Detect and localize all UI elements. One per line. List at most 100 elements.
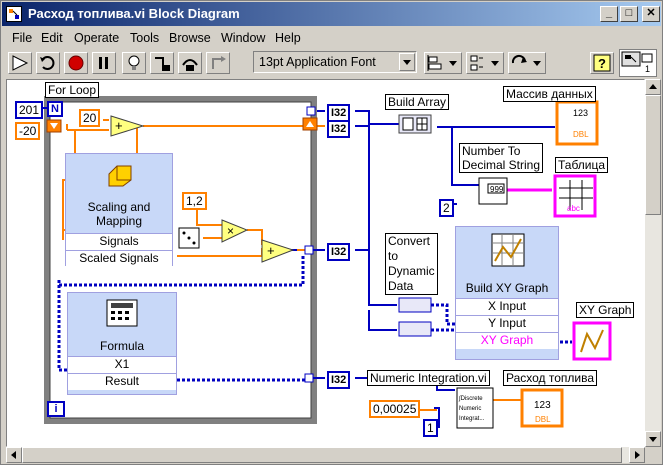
- tunnel-i32-2[interactable]: I32: [327, 120, 351, 138]
- xy-graph-terminal: [572, 321, 612, 361]
- horizontal-scroll-thumb[interactable]: [22, 447, 622, 463]
- align-objects-button[interactable]: [424, 52, 462, 74]
- build-xy-graph-express-vi[interactable]: Build XY Graph X Input Y Input XY Graph: [455, 226, 559, 360]
- build-xy-y-input-row[interactable]: Y Input: [456, 315, 558, 332]
- xy-graph-label: XY Graph: [576, 302, 635, 318]
- arrow-up-icon: [649, 84, 657, 89]
- add-node-1: [110, 115, 145, 137]
- close-button[interactable]: ✕: [642, 6, 660, 22]
- calculator-icon: [106, 299, 138, 327]
- svg-text:∫Discrete: ∫Discrete: [458, 395, 483, 402]
- massiv-type: 123: [573, 108, 589, 118]
- vi-icon-pane[interactable]: 1: [619, 49, 657, 77]
- distribute-icon: [470, 55, 499, 71]
- svg-text:1: 1: [645, 64, 650, 74]
- menu-window[interactable]: Window: [221, 31, 266, 45]
- step-into-button[interactable]: [150, 52, 174, 74]
- build-xy-title: Build XY Graph: [465, 281, 549, 295]
- run-arrow-icon: [12, 55, 29, 71]
- convert-dynamic-label: Convert to Dynamic Data: [385, 233, 438, 295]
- scroll-left-button[interactable]: [6, 447, 22, 463]
- loop-count-constant[interactable]: 201: [15, 101, 44, 119]
- step-out-icon: [212, 56, 226, 69]
- scaling-scaled-signals-row[interactable]: Scaled Signals: [66, 250, 172, 267]
- dt-constant[interactable]: 0,00025: [369, 400, 421, 418]
- build-xy-x-input-row[interactable]: X Input: [456, 298, 558, 315]
- distribute-objects-button[interactable]: [466, 52, 504, 74]
- tunnel-i32-3[interactable]: I32: [327, 243, 351, 261]
- method-constant[interactable]: 1: [423, 419, 438, 437]
- menu-help[interactable]: Help: [275, 31, 301, 45]
- svg-text:Integrat...: Integrat...: [459, 416, 485, 422]
- minimize-button[interactable]: _: [600, 6, 618, 22]
- rashod-indicator-frame: [520, 388, 564, 428]
- font-selector[interactable]: 13pt Application Font: [253, 51, 417, 73]
- shift-init-constant[interactable]: -20: [15, 122, 41, 140]
- scroll-up-button[interactable]: [645, 79, 661, 95]
- menu-edit[interactable]: Edit: [41, 31, 63, 45]
- maximize-button[interactable]: □: [620, 6, 638, 22]
- formula-x1-row[interactable]: X1: [68, 356, 176, 373]
- reorder-icon: [511, 54, 541, 66]
- tunnel-i32-1[interactable]: I32: [327, 104, 351, 122]
- vertical-scroll-thumb[interactable]: [645, 95, 661, 215]
- svg-text:?: ?: [598, 56, 606, 71]
- formula-express-vi[interactable]: Formula X1 Result: [67, 292, 177, 395]
- build-array-label: Build Array: [385, 94, 450, 110]
- convert-dynamic-node-2: [398, 321, 432, 337]
- step-out-button[interactable]: [206, 52, 230, 74]
- arrow-right-icon: [635, 451, 640, 459]
- numeric-integration-label: Numeric Integration.vi: [367, 370, 490, 386]
- menu-file[interactable]: File: [12, 31, 33, 45]
- formula-result-row[interactable]: Result: [68, 373, 176, 390]
- dropdown-arrow-icon: [399, 53, 415, 71]
- toolbar: 13pt Application Font ? 1: [2, 48, 661, 78]
- horizontal-scrollbar[interactable]: [6, 447, 645, 463]
- vertical-scrollbar[interactable]: [645, 79, 661, 447]
- massiv-label: Массив данных: [503, 86, 596, 102]
- help-icon: ?: [593, 54, 611, 72]
- rashod-dtype: DBL: [535, 415, 551, 424]
- scroll-down-button[interactable]: [645, 431, 661, 447]
- run-continuously-button[interactable]: [36, 52, 60, 74]
- menu-operate[interactable]: Operate: [74, 31, 120, 45]
- table-label: Таблица: [555, 157, 609, 173]
- loop-count-terminal[interactable]: N: [47, 101, 63, 117]
- step-into-icon: [155, 57, 170, 71]
- menu-browse[interactable]: Browse: [169, 31, 211, 45]
- run-button[interactable]: [8, 52, 32, 74]
- arrow-left-icon: [11, 451, 16, 459]
- menu-tools[interactable]: Tools: [130, 31, 160, 45]
- scale-constant[interactable]: 1,2: [182, 192, 207, 210]
- rashod-type: 123: [534, 400, 551, 411]
- arrow-down-icon: [649, 437, 657, 442]
- abort-button[interactable]: [64, 52, 88, 74]
- highlight-execution-button[interactable]: [122, 52, 146, 74]
- scaling-mapping-express-vi[interactable]: Scaling and Mapping Signals Scaled Signa…: [65, 153, 173, 267]
- tunnel-i32-4[interactable]: I32: [327, 371, 351, 389]
- number-to-decimal-inner: 999: [490, 185, 504, 194]
- reorder-button[interactable]: [508, 52, 546, 74]
- massiv-indicator-frame: [555, 100, 599, 146]
- loop-iteration-terminal[interactable]: i: [47, 401, 65, 417]
- scaling-title: Scaling and Mapping: [87, 200, 151, 228]
- xy-graph-icon: [491, 233, 525, 267]
- wires-layer: + × + ∫Discrete Numeri: [37, 96, 612, 429]
- scaling-signals-row[interactable]: Signals: [66, 233, 172, 250]
- step-over-button[interactable]: [178, 52, 202, 74]
- precision-constant[interactable]: 2: [439, 199, 454, 217]
- increment-constant[interactable]: 20: [79, 109, 101, 127]
- pause-button[interactable]: [92, 52, 116, 74]
- block-diagram-canvas[interactable]: + × + ∫Discrete Numeri: [6, 79, 645, 447]
- table-type: abc: [567, 204, 580, 213]
- for-loop-frame: [44, 96, 317, 424]
- numeric-integration-node: [456, 387, 494, 429]
- title-bar[interactable]: Расход топлива.vi Block Diagram _ □ ✕: [2, 2, 661, 26]
- scroll-right-button[interactable]: [629, 447, 645, 463]
- run-continuously-icon: [40, 56, 55, 70]
- svg-text:+: +: [115, 118, 123, 133]
- build-xy-graph-row[interactable]: XY Graph: [456, 332, 558, 349]
- scaling-cube-icon: [108, 165, 132, 187]
- context-help-button[interactable]: ?: [590, 52, 614, 74]
